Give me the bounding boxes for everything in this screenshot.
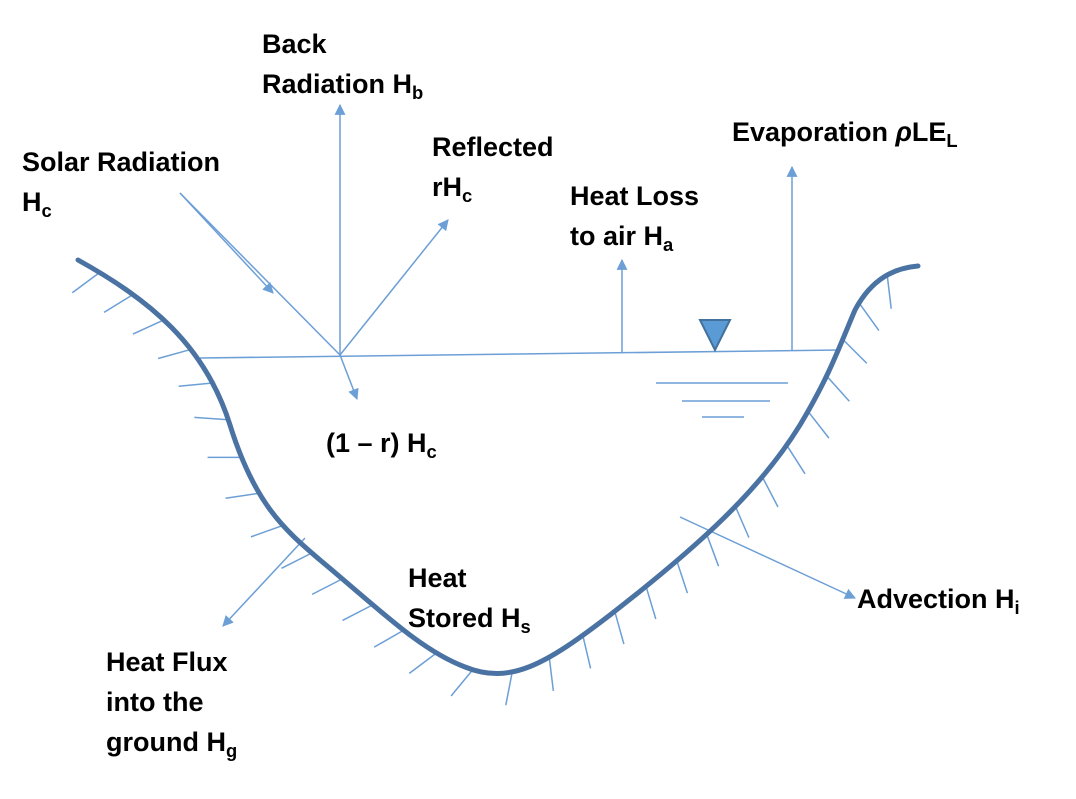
water-level-triangle-icon xyxy=(698,319,732,353)
ground-hatch-mark xyxy=(450,669,474,697)
solar-radiation-arrow xyxy=(179,192,341,356)
heat-stored-text: Stored H xyxy=(408,603,521,633)
ground-hatch-mark xyxy=(281,552,313,569)
heat-stored-line1: Heat xyxy=(408,563,467,593)
ground-hatch-mark xyxy=(505,671,513,706)
ground-hatch-mark xyxy=(373,629,405,648)
evaporation-text2: LE xyxy=(911,117,947,147)
heat-flux-line2: into the xyxy=(106,687,204,717)
ground-hatch-mark xyxy=(842,338,868,364)
ground-hatch-mark xyxy=(250,524,284,538)
water-surface-line xyxy=(199,349,841,359)
heat-loss-label: Heat Loss to air Ha xyxy=(570,176,699,256)
ground-hatch-mark xyxy=(614,611,625,645)
heat-stored-label: Heat Stored Hs xyxy=(408,558,531,638)
ground-hatch-mark xyxy=(858,302,880,331)
heat-loss-text: to air H xyxy=(570,221,664,251)
solar-radiation-label: Solar Radiation Hc xyxy=(22,142,220,222)
ground-hatch-mark xyxy=(826,375,850,402)
heat-flux-arrow xyxy=(222,537,306,627)
reflected-line1: Reflected xyxy=(432,132,554,162)
ground-hatch-mark xyxy=(194,416,229,421)
transmitted-label: (1 – r) Hc xyxy=(326,423,437,463)
solar-radiation-line2: Hc xyxy=(22,182,220,222)
ground-hatching xyxy=(71,271,892,706)
ground-hatch-mark xyxy=(311,578,343,596)
ground-hatch-mark xyxy=(103,293,134,313)
solar-radiation-arrow-head xyxy=(179,192,274,294)
ground-profile-line xyxy=(75,257,921,676)
heat-flux-line1: Heat Flux xyxy=(106,647,228,677)
ground-hatch-mark xyxy=(342,604,374,622)
reflected-line2: rHc xyxy=(432,167,554,207)
advection-subscript: i xyxy=(1014,596,1020,618)
back-radiation-label: Back Radiation Hb xyxy=(262,24,423,104)
ground-hatch-mark xyxy=(886,274,892,309)
heat-flux-subscript: g xyxy=(225,739,238,761)
back-radiation-subscript: b xyxy=(412,81,424,103)
solar-radiation-line1: Solar Radiation xyxy=(22,147,221,177)
reflected-subscript: c xyxy=(462,184,473,206)
ground-hatch-mark xyxy=(786,444,806,475)
reflected-label: Reflected rHc xyxy=(432,127,554,207)
ground-hatch-mark xyxy=(225,492,260,500)
reflected-arrow xyxy=(339,219,449,356)
transmitted-subscript: c xyxy=(426,440,437,462)
transmitted-arrow xyxy=(339,354,359,401)
ground-hatch-mark xyxy=(582,635,592,669)
reflected-text: rH xyxy=(432,172,463,202)
heat-flux-text: ground H xyxy=(106,727,226,757)
solar-radiation-subscript: c xyxy=(41,199,52,221)
heat-stored-line2: Stored Hs xyxy=(408,598,531,638)
ground-hatch-mark xyxy=(761,476,779,508)
heat-loss-line1: Heat Loss xyxy=(570,181,700,211)
ground-hatch-mark xyxy=(706,534,720,567)
ground-hatch-mark xyxy=(132,319,165,335)
back-radiation-text: Radiation H xyxy=(262,69,413,99)
heat-flux-line3: ground Hg xyxy=(106,722,237,762)
ground-hatch-mark xyxy=(807,410,830,439)
ground-hatch-mark xyxy=(548,657,555,691)
ground-hatch-mark xyxy=(676,560,689,594)
ground-hatch-mark xyxy=(71,271,101,294)
ground-hatch-mark xyxy=(178,382,213,387)
back-radiation-line2: Radiation Hb xyxy=(262,64,423,104)
heat-loss-line2: to air Ha xyxy=(570,216,699,256)
evaporation-subscript: L xyxy=(946,129,958,151)
ground-hatch-mark xyxy=(645,586,657,620)
advection-label: Advection Hi xyxy=(857,579,1020,619)
advection-arrow xyxy=(679,516,856,599)
evaporation-rho: ρ xyxy=(895,117,912,147)
ground-hatch-mark xyxy=(408,652,437,674)
advection-text: Advection H xyxy=(857,584,1015,614)
heat-stored-subscript: s xyxy=(520,615,531,637)
ground-hatch-mark xyxy=(734,506,750,538)
solar-radiation-text: H xyxy=(22,187,42,217)
back-radiation-line1: Back xyxy=(262,29,327,59)
heat-flux-label: Heat Flux into the ground Hg xyxy=(106,642,237,762)
evaporation-label: Evaporation ρLEL xyxy=(732,112,958,152)
evaporation-text: Evaporation xyxy=(732,117,896,147)
ground-hatch-mark xyxy=(157,348,192,360)
heat-loss-subscript: a xyxy=(663,233,674,255)
transmitted-text: (1 – r) H xyxy=(326,428,427,458)
